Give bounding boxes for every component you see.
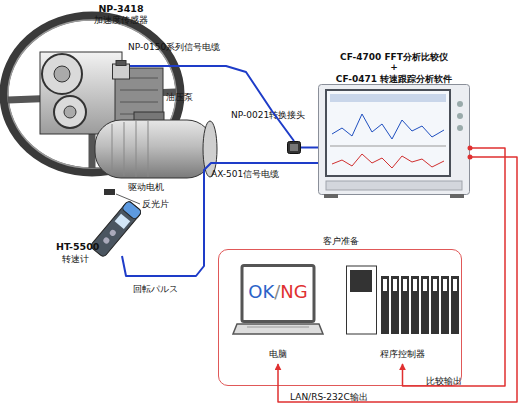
node-text: 电脑 (233, 348, 323, 361)
node-text: NP-3418 (86, 3, 156, 14)
tachometer: HT-5500转速计 (92, 198, 140, 260)
status-text: / (274, 281, 280, 302)
laptop-computer: OK/NG 电脑 (233, 264, 323, 364)
node-text: 转速计 (62, 253, 89, 266)
status-text: OK/NG (242, 282, 314, 302)
edge-label: 比较输出 (426, 375, 462, 388)
fft-analyzer: CF-4700 FFT分析比较仪+CF-0471 转速跟踪分析软件 (318, 84, 470, 198)
edge-label: NP-0150系列信号电缆 (128, 41, 220, 54)
accelerometer-sensor: NP-3418加速度传感器 (112, 60, 130, 80)
node-text: 加速度传感器 (86, 14, 156, 27)
drive-motor (95, 120, 217, 178)
node-text: 客户准备 (219, 235, 463, 248)
adapter-connector-outline (287, 141, 301, 154)
status-text: OK (248, 281, 274, 302)
edge-label: AX-501信号电缆 (211, 168, 279, 181)
node-text: HT-5500 (56, 241, 99, 252)
part-label: 回転パルス (133, 283, 178, 296)
edge-label: LAN/RS-232C输出 (290, 391, 368, 404)
fft-analyzer-outline (318, 84, 470, 198)
signal-cable (130, 66, 294, 141)
part-label: 驱动电机 (128, 181, 164, 194)
customer-supplied-group: 客户准备OK/NG电脑程序控制器 (218, 249, 462, 386)
part-label: 油压泵 (166, 91, 193, 104)
node-text: NP-0021转换接头 (231, 109, 305, 122)
node-text: + (308, 62, 480, 72)
plc-controller: 程序控制器 (346, 264, 459, 364)
signal-cable (301, 147, 318, 149)
accelerometer-sensor-outline (112, 60, 130, 80)
adapter-connector: NP-0021转换接头 (287, 141, 301, 154)
node-text: 程序控制器 (346, 348, 459, 361)
node-text: CF-0471 转速跟踪分析软件 (308, 73, 480, 86)
part-label: 反光片 (142, 198, 169, 211)
status-text: NG (280, 281, 307, 302)
